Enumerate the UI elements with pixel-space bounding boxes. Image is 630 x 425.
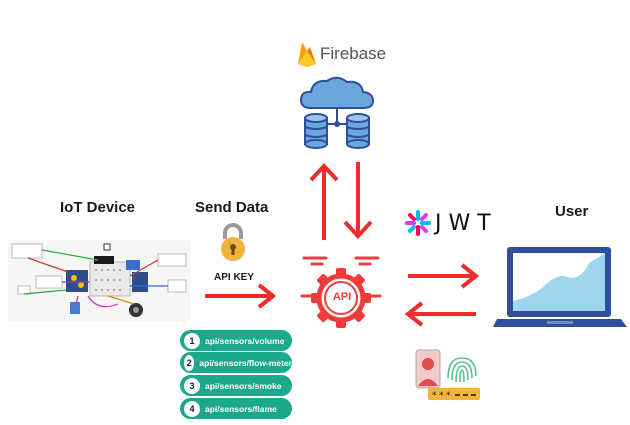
svg-text:*: * xyxy=(432,391,437,401)
svg-text:*: * xyxy=(439,391,444,401)
endpoint-item: 3 api/sensors/smoke xyxy=(180,375,292,396)
send-data-heading: Send Data xyxy=(195,199,269,216)
endpoint-number: 2 xyxy=(184,354,195,371)
api-gear-icon xyxy=(300,256,382,328)
cloud-database-icon xyxy=(299,76,375,149)
api-label: API xyxy=(332,291,352,303)
arrow-up-icon xyxy=(309,163,339,240)
firebase-flame-icon xyxy=(298,42,316,67)
api-user-arrows xyxy=(404,263,480,327)
endpoint-number: 4 xyxy=(184,400,200,417)
firebase-label: Firebase xyxy=(320,44,387,63)
jwt-star-icon xyxy=(405,210,431,236)
arrow-right-icon xyxy=(205,283,277,309)
jwt-logo: JWT xyxy=(405,210,498,236)
endpoint-item: 1 api/sensors/volume xyxy=(180,330,292,351)
endpoint-path: api/sensors/smoke xyxy=(205,380,282,391)
laptop-icon xyxy=(493,247,627,327)
arrow-right-icon xyxy=(408,263,480,289)
lock-icon xyxy=(221,223,245,261)
jwt-label: JWT xyxy=(435,210,498,236)
endpoint-number: 3 xyxy=(184,377,200,394)
fingerprint-auth-icon: * * * xyxy=(415,349,480,401)
arrow-left-icon xyxy=(404,301,476,327)
endpoint-number: 1 xyxy=(184,332,200,349)
iot-circuit-icon xyxy=(8,240,190,322)
iot-device-heading: IoT Device xyxy=(60,199,136,216)
arrow-down-icon xyxy=(343,162,373,239)
endpoint-path: api/sensors/flow-meter xyxy=(199,357,292,368)
endpoint-item: 4 api/sensors/flame xyxy=(180,398,292,419)
user-heading: User xyxy=(555,203,589,220)
endpoint-path: api/sensors/volume xyxy=(205,335,285,346)
endpoint-path: api/sensors/flame xyxy=(205,403,277,414)
svg-text:*: * xyxy=(446,391,451,401)
firebase-logo xyxy=(296,40,318,73)
firebase-api-arrows xyxy=(309,162,373,240)
endpoint-item: 2 api/sensors/flow-meter xyxy=(180,352,292,373)
api-key-label: API KEY xyxy=(214,272,255,283)
